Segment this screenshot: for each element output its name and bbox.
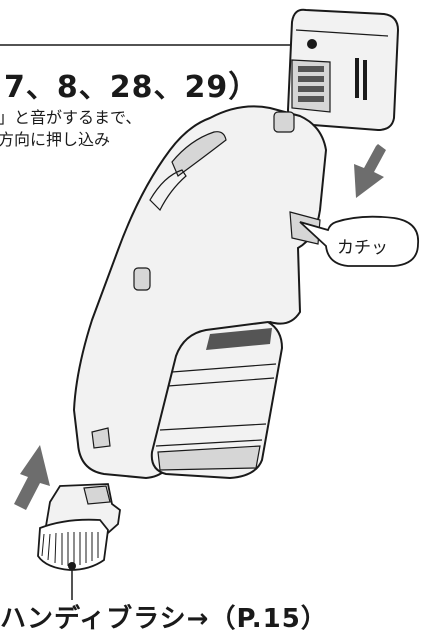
sound-bubble-text: カチッ [337,238,388,258]
sound-bubble [299,215,419,267]
instruction-text-line1: 」と音がするまで、 [0,108,142,127]
up-arrow-icon [14,445,50,510]
handy-brush-attachment [37,483,121,600]
dust-cup [150,320,284,480]
battery-pack [286,8,400,132]
leader-line [0,38,301,46]
instruction-text-line2: 方向に押し込み [0,130,111,149]
down-arrow-icon [354,144,386,198]
handy-brush-caption: ハンディブラシ→（P.15） [0,604,328,634]
section-heading: 7、8、28、29） [4,70,260,105]
